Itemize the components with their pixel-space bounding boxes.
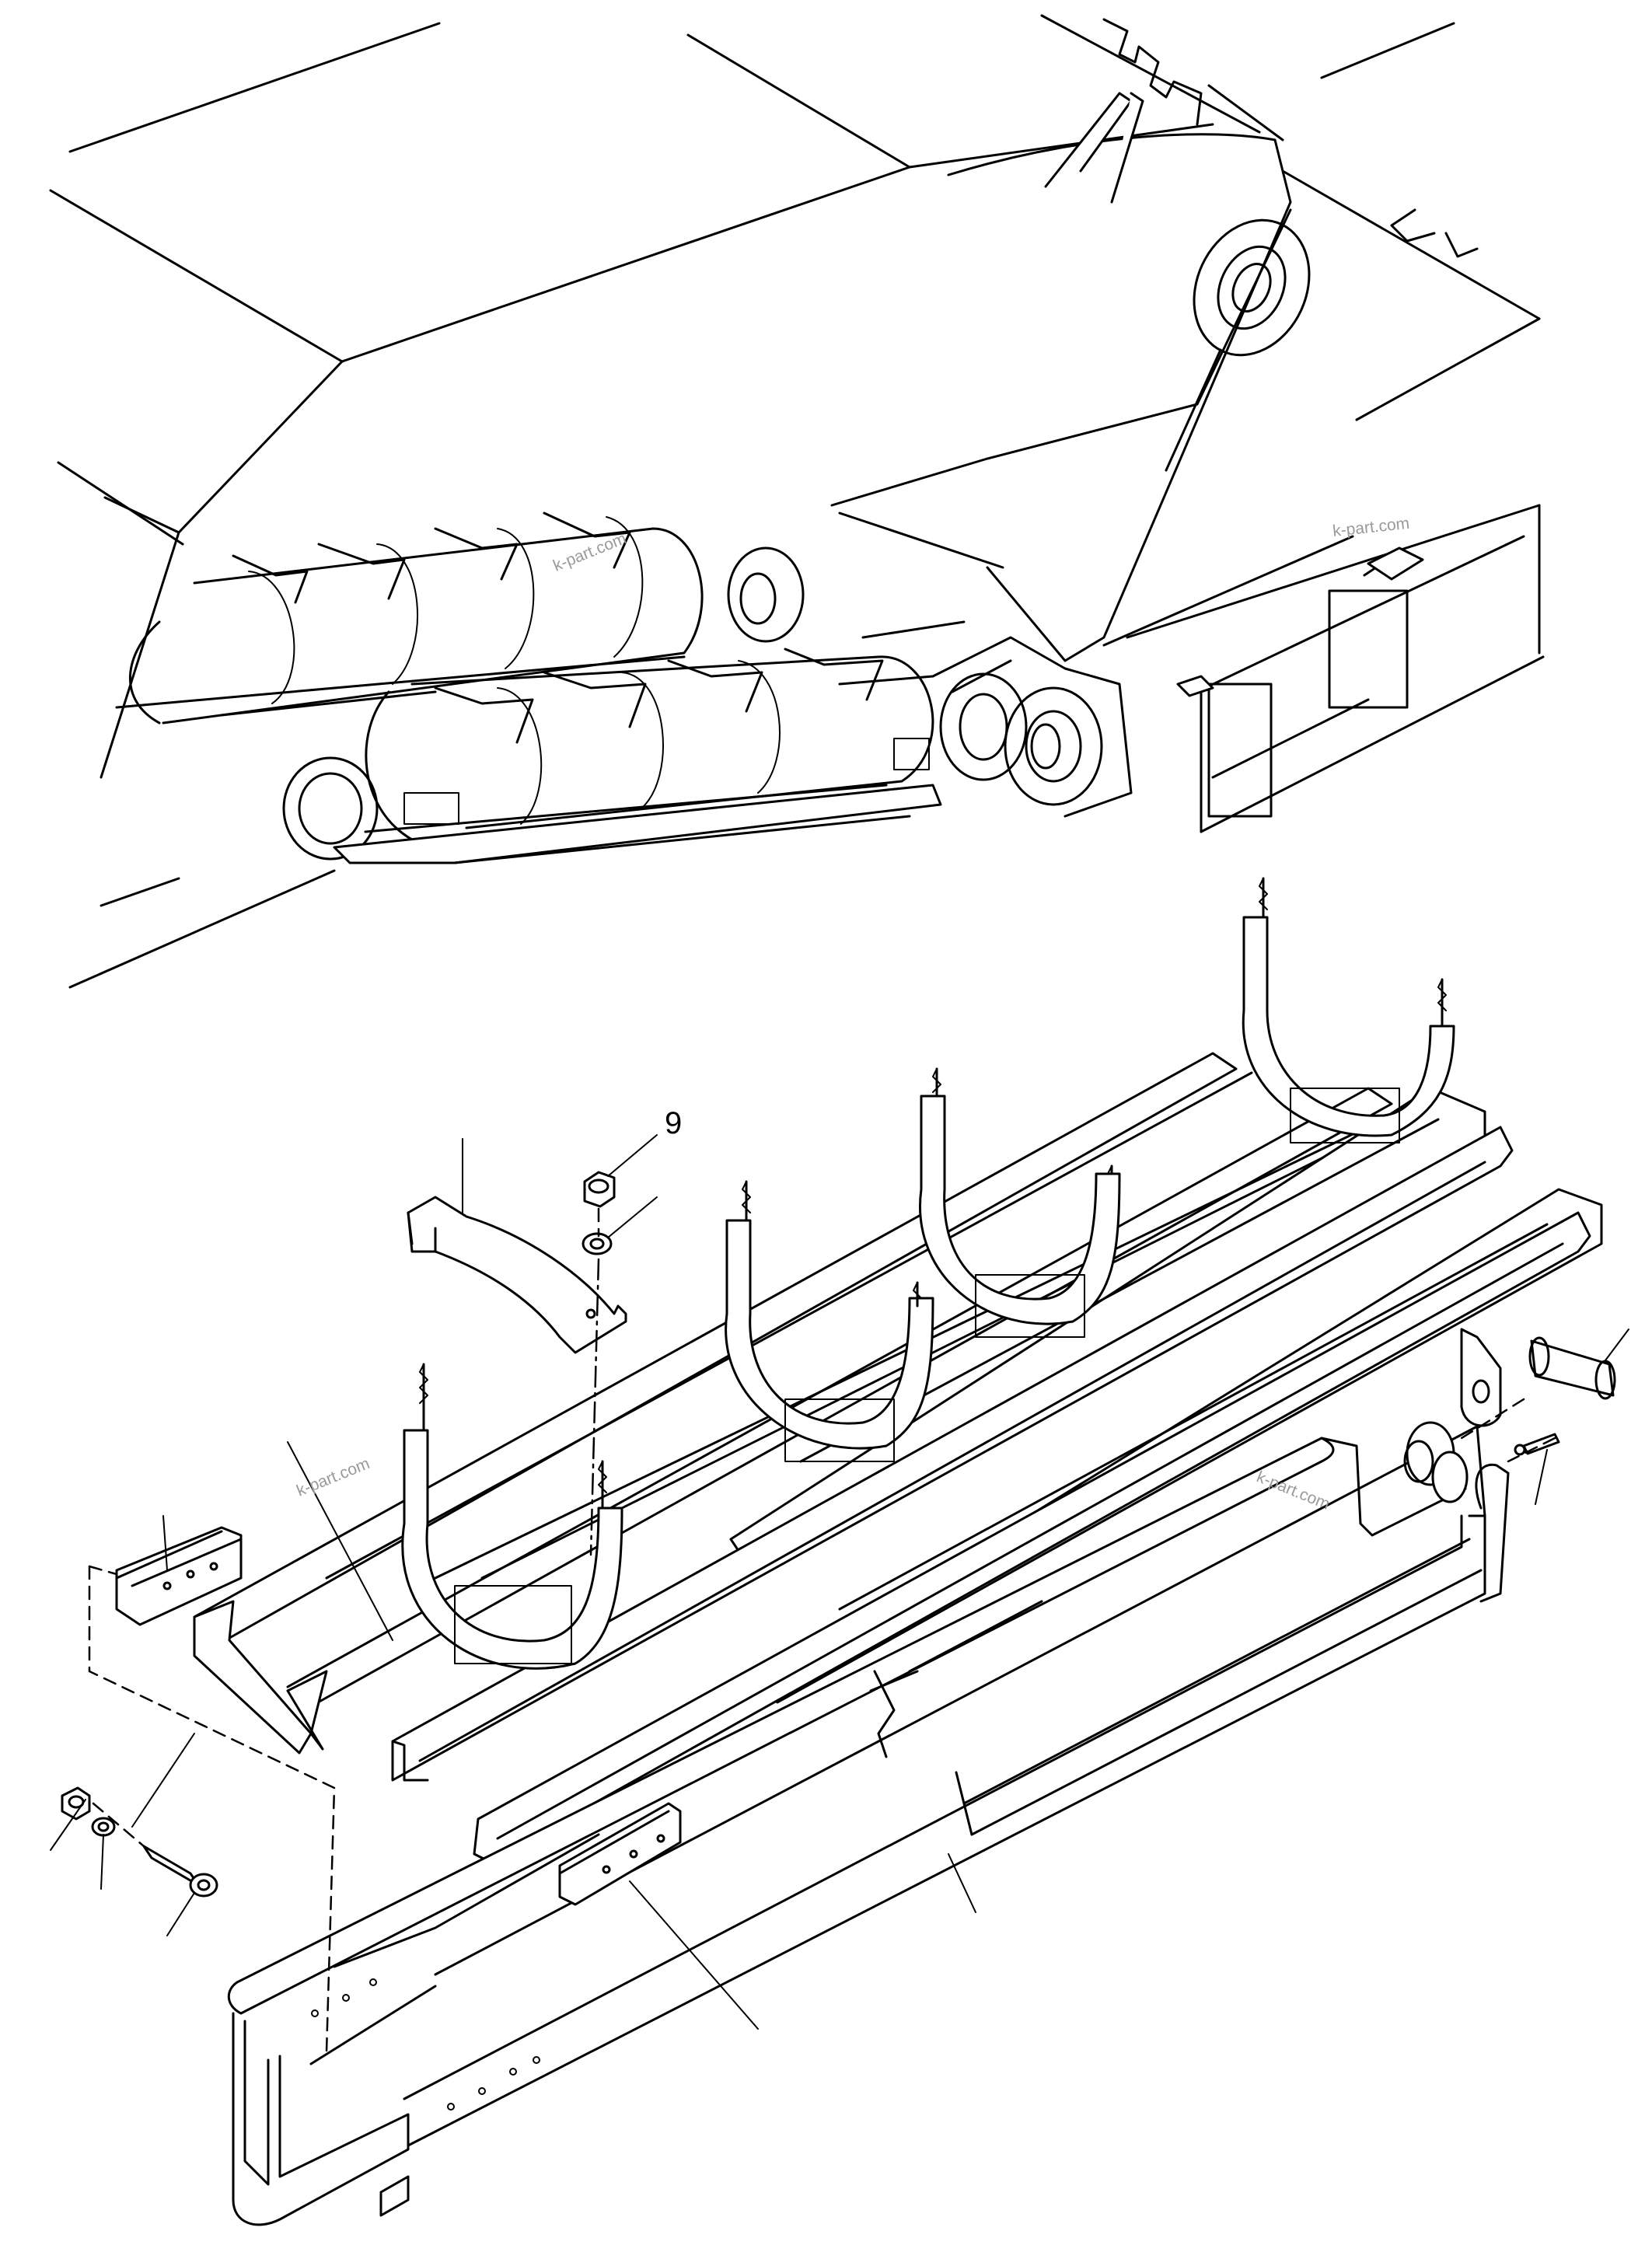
pin-and-bracket xyxy=(1403,1328,1616,1503)
machine-boom-assembly xyxy=(49,14,1545,989)
u-clamp-1 xyxy=(401,1363,623,1670)
u-clamp-4 xyxy=(1242,877,1455,1143)
nut-9 xyxy=(583,1171,616,1208)
leader-lines xyxy=(50,1134,1629,2030)
watermark: k-part.com xyxy=(1332,515,1410,540)
clamp-saddle xyxy=(407,1196,627,1354)
channel-rail-mid xyxy=(391,1126,1514,1782)
main-tray xyxy=(227,1425,1510,2226)
u-clamp-3 xyxy=(919,1067,1121,1338)
channel-rail-right xyxy=(473,1211,1591,1863)
washer-9 xyxy=(582,1232,613,1255)
spacer-block-left xyxy=(115,1526,243,1626)
spacer-block-right xyxy=(558,1802,682,1906)
callout-label-9: 9 xyxy=(665,1106,682,1140)
clamp-studs xyxy=(419,878,1447,1493)
u-clamp-2 xyxy=(725,1180,934,1462)
assembly-lines xyxy=(88,1207,1556,2054)
channel-rail-left xyxy=(193,1600,328,1754)
